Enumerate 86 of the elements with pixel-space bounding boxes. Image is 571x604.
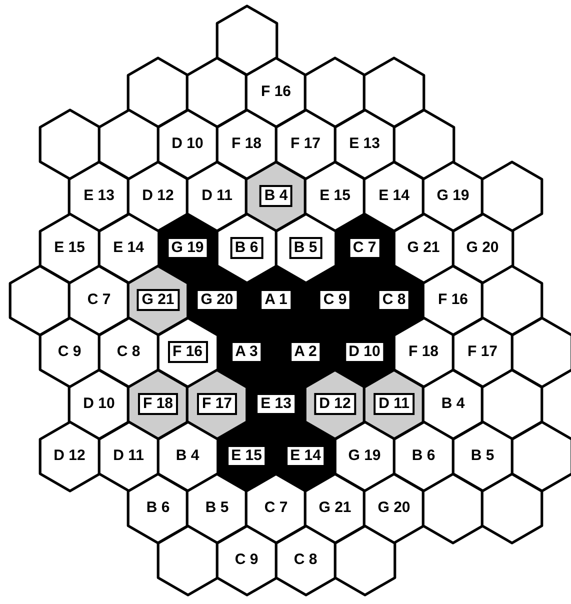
framed-cell-label: F 16 (168, 341, 208, 363)
cell-label: D 11 (112, 447, 145, 465)
cell-label: F 18 (408, 343, 440, 361)
cell-label: E 13 (82, 187, 116, 205)
cell-label: F 17 (466, 343, 498, 361)
hexagon-cell (216, 6, 276, 74)
hexagon-cell (98, 214, 158, 282)
framed-cell-label: G 21 (136, 289, 180, 311)
hexagon-cell (482, 162, 542, 230)
cell-label: C 8 (116, 343, 142, 361)
hexagon-cell (305, 58, 365, 126)
cell-label: C 9 (234, 551, 260, 569)
cell-label: C 8 (379, 291, 409, 309)
cell-label: D 10 (170, 135, 204, 153)
hexagon-cell (216, 526, 276, 594)
hexagon-cell (364, 58, 424, 126)
hexagon-cell (187, 162, 247, 230)
cell-label: A 3 (232, 343, 261, 361)
cell-label: C 9 (320, 291, 350, 309)
cell-label: B 6 (410, 447, 436, 465)
hexagon-cell (158, 526, 218, 594)
cell-label: C 9 (56, 343, 82, 361)
hexagon-cell (276, 214, 336, 282)
framed-cell-label: B 5 (288, 237, 322, 259)
cell-label: D 11 (200, 187, 234, 205)
hexagon-cell (128, 58, 188, 126)
cell-label: E 15 (53, 239, 86, 257)
cell-label: E 13 (258, 395, 294, 413)
hexagon-cell (187, 58, 247, 126)
framed-cell-label: B 4 (259, 185, 293, 207)
cell-label: E 15 (318, 187, 352, 205)
cell-label: D 10 (346, 343, 384, 361)
hexagon-cell (10, 266, 70, 334)
hexagon-cell (128, 474, 188, 542)
cell-label: C 7 (86, 291, 112, 309)
hexagon-cell (334, 526, 394, 594)
framed-cell-label: D 12 (314, 393, 356, 415)
cell-label: B 5 (204, 499, 230, 517)
hexagon-cell (276, 526, 336, 594)
cell-label: G 19 (168, 239, 207, 257)
cell-label: B 5 (470, 447, 496, 465)
cell-label: G 21 (318, 499, 352, 517)
cell-label: E 15 (228, 447, 265, 465)
hexagon-cell (364, 162, 424, 230)
hexagon-cell (40, 110, 100, 178)
cell-label: F 16 (260, 83, 292, 101)
cell-label: G 20 (376, 499, 412, 517)
hexagon-cell (216, 214, 276, 282)
cell-label: E 14 (112, 239, 145, 257)
cell-label: G 21 (406, 239, 441, 257)
framed-cell-label: F 18 (138, 393, 178, 415)
cell-label: F 18 (230, 135, 262, 153)
cell-label: E 14 (287, 447, 324, 465)
hexagon-cell (482, 370, 542, 438)
cell-label: G 19 (347, 447, 382, 465)
hexagon-cell (423, 474, 483, 542)
cell-label: E 13 (348, 135, 381, 153)
cell-label: A 1 (262, 291, 290, 309)
hexagon-cell (512, 318, 571, 386)
cell-label: E 14 (378, 187, 410, 205)
hexagon-cell (394, 110, 454, 178)
framed-cell-label: B 6 (230, 237, 264, 259)
hexagon-cell (98, 110, 158, 178)
hexagon-cell (158, 422, 218, 490)
cell-label: B 4 (174, 447, 200, 465)
cell-label: A 2 (291, 343, 320, 361)
cell-label: B 6 (145, 499, 171, 517)
hexagon-cell (40, 422, 100, 490)
cell-label: D 10 (82, 395, 116, 413)
cell-label: C 7 (263, 499, 289, 517)
framed-cell-label: D 11 (374, 393, 414, 415)
cell-label: D 12 (141, 187, 175, 205)
cell-label: G 20 (198, 291, 236, 309)
hexagon-cell (482, 474, 542, 542)
framed-cell-label: F 17 (197, 393, 237, 415)
cell-label: C 7 (350, 239, 380, 257)
cell-label: F 16 (437, 291, 469, 309)
cell-label: G 20 (465, 239, 500, 257)
cell-label: D 12 (52, 447, 86, 465)
cell-label: F 17 (290, 135, 322, 153)
hexagon-cell (40, 318, 100, 386)
hexagon-cell (512, 422, 571, 490)
cell-label: C 8 (292, 551, 318, 569)
cell-label: B 4 (440, 395, 466, 413)
hexagon-cell (482, 266, 542, 334)
cell-label: G 19 (436, 187, 470, 205)
